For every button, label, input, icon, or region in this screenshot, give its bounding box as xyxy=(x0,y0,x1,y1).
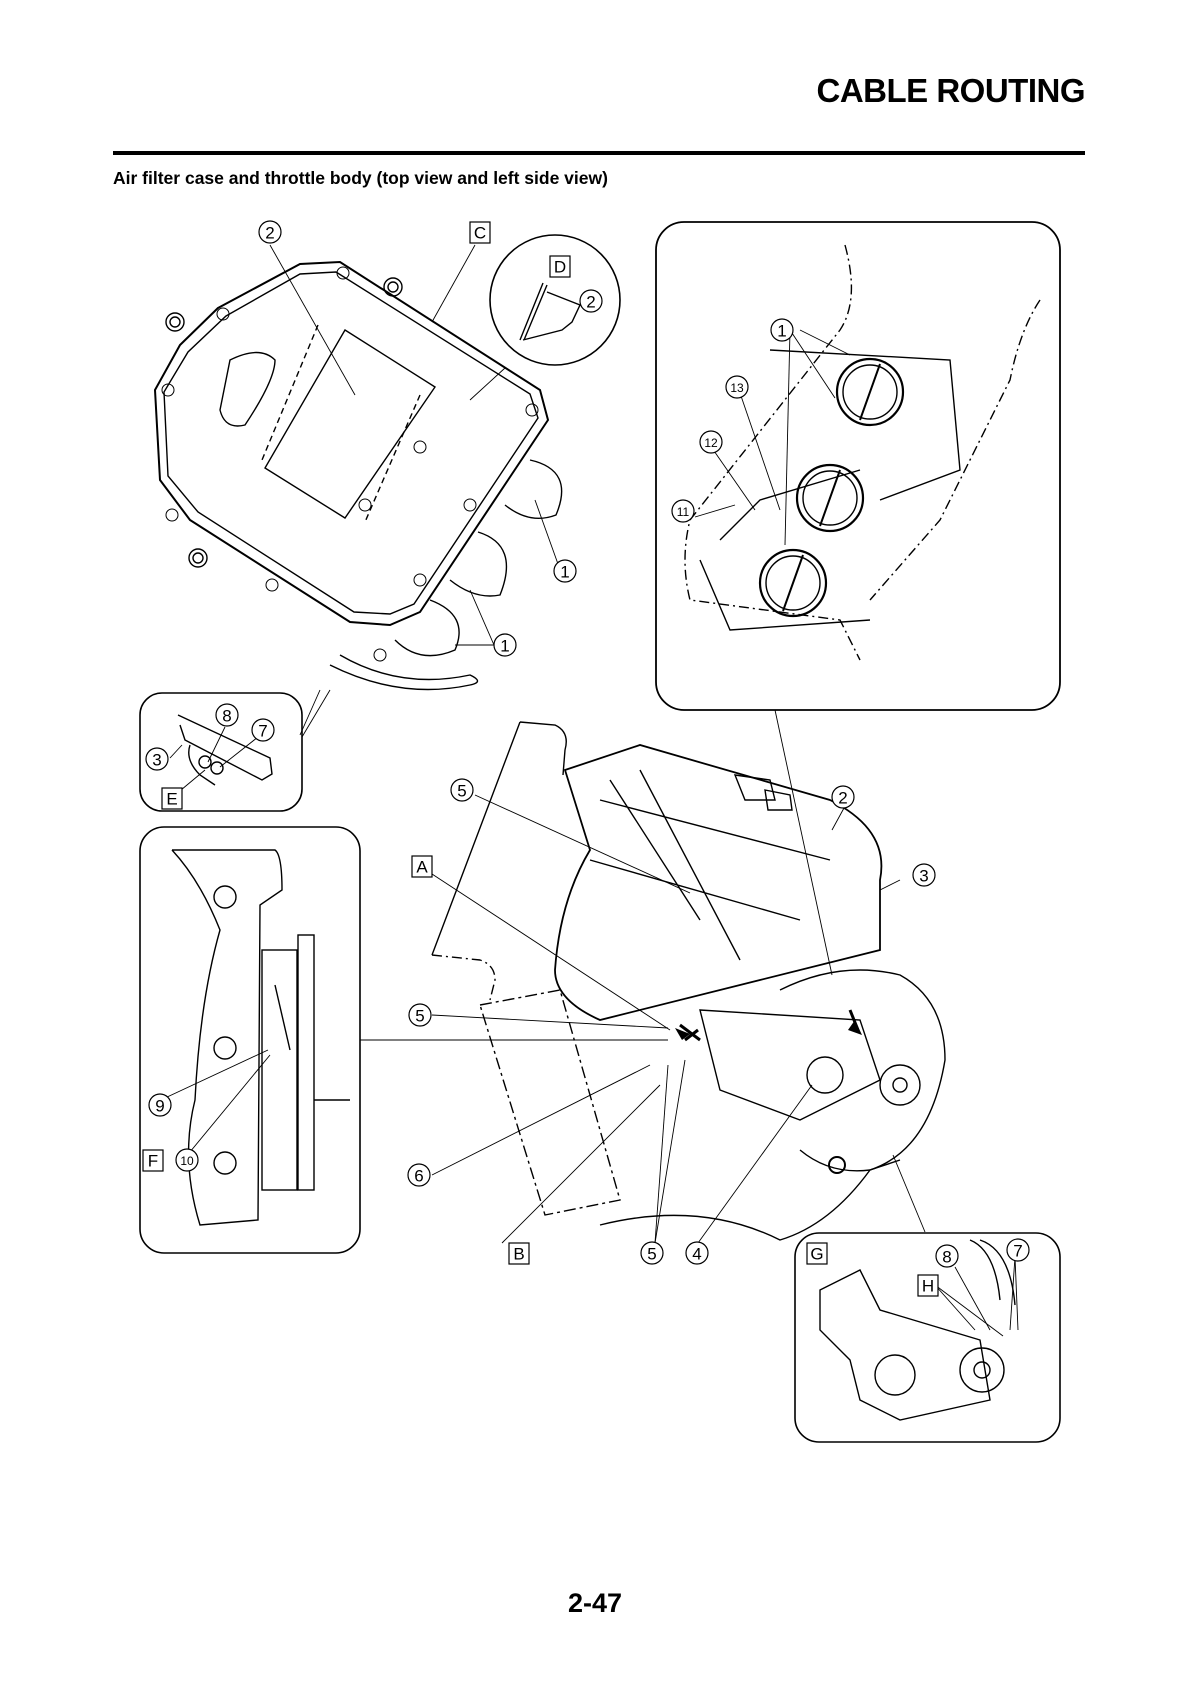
box-e xyxy=(161,787,183,810)
callout-text: 8 xyxy=(222,707,231,726)
callout-text: 12 xyxy=(704,436,718,450)
callout-text: 3 xyxy=(152,751,161,770)
detail-g-panel xyxy=(794,1232,1061,1443)
callout-1-funnel-a xyxy=(553,559,577,583)
callout-text: 7 xyxy=(1013,1242,1022,1261)
callout-7-detail-e xyxy=(251,718,275,742)
letter-label: F xyxy=(148,1152,158,1171)
letter-label: B xyxy=(513,1245,524,1264)
header-rule xyxy=(113,151,1085,155)
callout-text: 4 xyxy=(692,1245,701,1264)
letter-label: G xyxy=(810,1245,823,1264)
callouts xyxy=(145,220,1030,1268)
callout-text: 6 xyxy=(414,1167,423,1186)
callout-5-mid xyxy=(408,1003,432,1027)
page-number: 2-47 xyxy=(567,1588,623,1618)
callout-text: 1 xyxy=(500,637,509,656)
callout-text: 2 xyxy=(265,224,274,243)
box-a xyxy=(411,855,433,878)
callout-text: 5 xyxy=(647,1245,656,1264)
callout-text: 9 xyxy=(155,1097,164,1116)
callout-text: 7 xyxy=(258,722,267,741)
detail-g-drawing xyxy=(819,1239,1019,1421)
detail-e-drawing xyxy=(169,714,273,796)
callout-5-bottom xyxy=(640,1241,664,1265)
letter-label: H xyxy=(922,1277,934,1296)
direction-arrows xyxy=(675,1020,862,1040)
callout-3-side xyxy=(912,863,936,887)
detail-f-panel xyxy=(139,826,361,1254)
callout-13 xyxy=(725,375,749,399)
air-filter-case-side-view xyxy=(431,721,946,1244)
callout-2-detail-d xyxy=(579,289,603,313)
callout-text: 1 xyxy=(777,322,786,341)
letter-label: C xyxy=(474,224,486,243)
callout-text: 3 xyxy=(919,867,928,886)
callout-2-side xyxy=(831,785,855,809)
letter-boxes xyxy=(142,221,939,1297)
callout-3-detail-e xyxy=(145,747,169,771)
callout-10 xyxy=(175,1148,199,1172)
callout-1-throttle xyxy=(770,318,794,342)
letter-label: A xyxy=(416,858,428,877)
callout-11 xyxy=(671,499,695,523)
callout-4 xyxy=(685,1241,709,1265)
arrow-icon xyxy=(675,1028,690,1040)
callout-5-top xyxy=(450,778,474,802)
callout-7-detail-g xyxy=(1006,1238,1030,1262)
callout-text: 13 xyxy=(730,381,744,395)
box-f xyxy=(142,1149,164,1172)
box-g xyxy=(806,1242,828,1265)
callout-12 xyxy=(699,430,723,454)
callout-text: 5 xyxy=(457,782,466,801)
callout-8-detail-g xyxy=(935,1244,959,1268)
letter-label: D xyxy=(554,258,566,277)
throttle-body-drawing xyxy=(684,244,1041,661)
detail-d-circle xyxy=(489,234,621,366)
letter-label: E xyxy=(166,790,177,809)
callout-text: 2 xyxy=(586,293,595,312)
callout-text: 1 xyxy=(560,563,569,582)
arrow-icon xyxy=(848,1020,862,1035)
detail-f-drawing xyxy=(164,849,350,1226)
callout-text: 10 xyxy=(180,1154,194,1168)
callout-text: 11 xyxy=(677,505,690,519)
air-filter-case-top-view xyxy=(153,244,563,736)
callout-text: 5 xyxy=(415,1007,424,1026)
callout-9 xyxy=(148,1093,172,1117)
box-d xyxy=(549,255,571,278)
callout-2-top-view xyxy=(258,220,282,244)
callout-6 xyxy=(407,1163,431,1187)
figure-subtitle: Air filter case and throttle body (top v… xyxy=(113,168,608,188)
callout-text: 2 xyxy=(838,789,847,808)
callout-text: 8 xyxy=(942,1248,951,1267)
box-c xyxy=(469,221,491,244)
box-b xyxy=(508,1242,530,1265)
throttle-body-panel xyxy=(655,221,1061,711)
callout-8-detail-e xyxy=(215,703,239,727)
callout-1-funnel-b xyxy=(493,633,517,657)
box-h xyxy=(917,1274,939,1297)
detail-e-panel xyxy=(139,692,303,812)
page-title: CABLE ROUTING xyxy=(816,72,1086,109)
